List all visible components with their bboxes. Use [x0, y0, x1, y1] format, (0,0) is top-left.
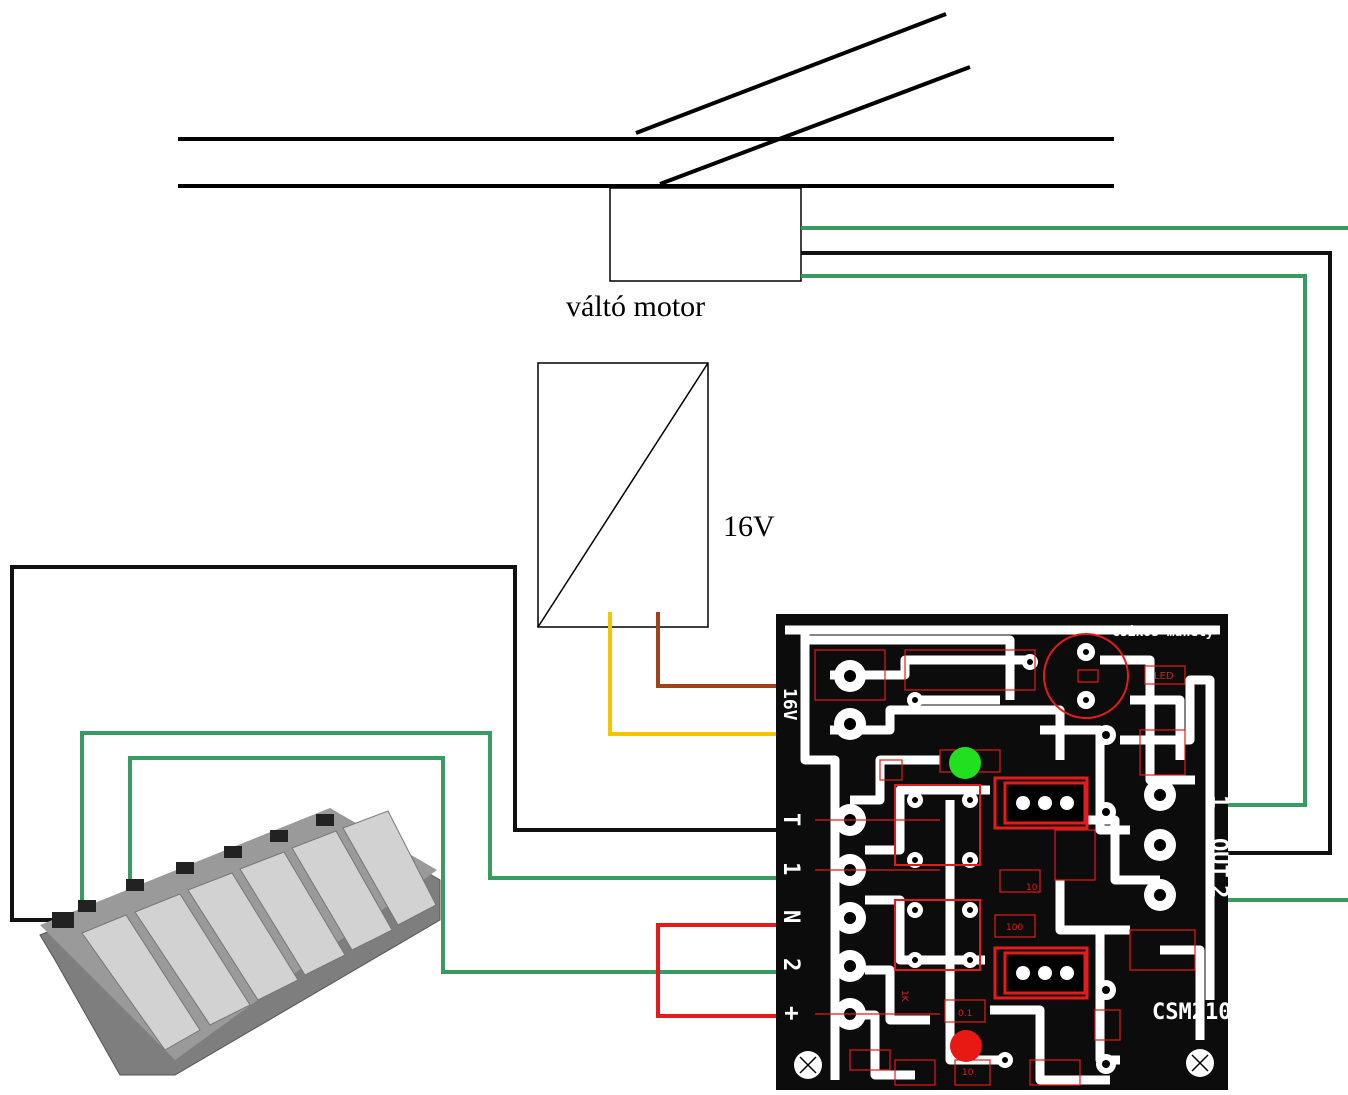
- terminal-6: [316, 814, 334, 826]
- pcb-model: CSM210: [1152, 1000, 1231, 1025]
- pcb-part-led: LED: [1154, 671, 1174, 682]
- wire-panel-black: [10, 565, 840, 922]
- transformer-symbol: [537, 362, 709, 628]
- pcb-part-1k: 1K: [899, 990, 909, 1003]
- wire-motor-black: [801, 251, 1332, 855]
- pcb-part-10a: 10: [1026, 883, 1038, 893]
- wire-motor-green-2: [801, 274, 1307, 807]
- pcb-pads: [834, 643, 1176, 1074]
- pcb-silkscreen: [814, 633, 1196, 1086]
- turnout-track: [178, 12, 1114, 188]
- motor-label: váltó motor: [566, 290, 706, 323]
- pcb-power-label: 16V: [779, 688, 800, 721]
- push-button-5[interactable]: [291, 830, 393, 951]
- circuit-board: csikos-muhely CSM210 OUT 1 2 16V T 1 N 2…: [776, 614, 1231, 1090]
- terminal-1: [78, 900, 96, 912]
- terminal-2: [126, 879, 144, 891]
- switch-motor-box: [609, 187, 802, 282]
- voltage-regulators: [1003, 781, 1087, 995]
- push-button-6[interactable]: [342, 810, 437, 926]
- terminal-3: [176, 862, 194, 874]
- push-button-3[interactable]: [187, 872, 299, 1001]
- pcb-pin-2: 2: [778, 958, 803, 971]
- push-buttons: [81, 810, 437, 1051]
- pcb-pin-t: T: [778, 813, 803, 826]
- pcb-brand: csikos-muhely: [1112, 625, 1214, 640]
- pcb-part-0-1: 0.1: [958, 1009, 972, 1019]
- wires: [10, 226, 1348, 1018]
- push-button-1[interactable]: [81, 914, 201, 1051]
- push-button-2[interactable]: [134, 893, 251, 1026]
- pcb-pin-n: N: [778, 910, 803, 923]
- led-green: [949, 747, 981, 779]
- pcb-out-pin-1: 1: [1206, 795, 1231, 808]
- terminal-black: [52, 912, 74, 928]
- pcb-out-pin-2: 2: [1206, 885, 1231, 898]
- wire-red-jumper: [656, 923, 845, 1018]
- terminal-5: [270, 830, 288, 842]
- led-red: [950, 1030, 982, 1062]
- diverging-rail-upper: [635, 12, 947, 135]
- terminal-4: [224, 846, 242, 858]
- wire-yellow: [608, 612, 848, 736]
- pcb-part-100: 100: [1006, 923, 1023, 933]
- wire-panel-green-2: [128, 756, 845, 974]
- diverging-rail-lower: [659, 65, 971, 186]
- push-button-4[interactable]: [239, 851, 346, 976]
- pcb-pin-1: 1: [778, 862, 803, 875]
- mounting-holes: [794, 1049, 1214, 1079]
- wire-panel-green-1: [80, 731, 845, 900]
- panel-terminals: [52, 814, 334, 928]
- pushbutton-panel: [39, 808, 441, 1076]
- pcb-pin-plus: +: [778, 1006, 806, 1020]
- pcb-part-10b: 10: [962, 1068, 974, 1078]
- voltage-label: 16V: [723, 510, 775, 543]
- pcb-out-label: OUT: [1206, 838, 1231, 878]
